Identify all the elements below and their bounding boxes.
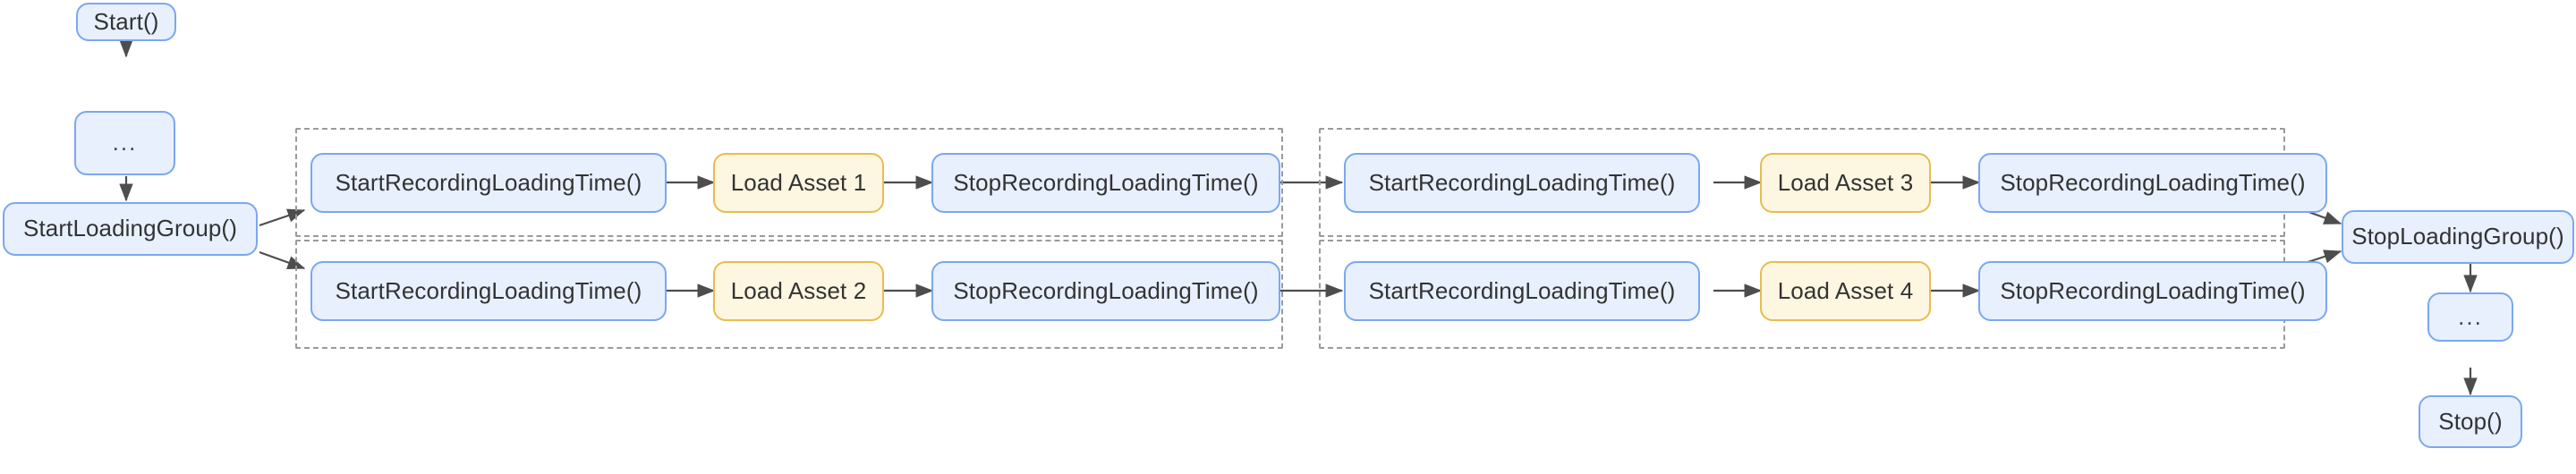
group-1-row-1-box	[295, 128, 1283, 237]
group-1-row-1-step-2[interactable]: Load Asset 1	[713, 153, 884, 213]
group-2-row-2-step-2[interactable]: Load Asset 4	[1760, 261, 1931, 321]
node-stop[interactable]: Stop()	[2419, 395, 2522, 448]
group-1-row-1-step-3[interactable]: StopRecordingLoadingTime()	[931, 153, 1280, 213]
node-stop-loading-group[interactable]: StopLoadingGroup()	[2342, 210, 2574, 264]
group-2-row-2-step-1[interactable]: StartRecordingLoadingTime()	[1344, 261, 1700, 321]
group-2-row-2-step-3[interactable]: StopRecordingLoadingTime()	[1978, 261, 2327, 321]
group-1-row-2-step-2[interactable]: Load Asset 2	[713, 261, 884, 321]
group-2-row-1-step-3[interactable]: StopRecordingLoadingTime()	[1978, 153, 2327, 213]
group-2-row-1-step-1[interactable]: StartRecordingLoadingTime()	[1344, 153, 1700, 213]
group-2-row-1-step-2[interactable]: Load Asset 3	[1760, 153, 1931, 213]
group-1-row-2-step-3[interactable]: StopRecordingLoadingTime()	[931, 261, 1280, 321]
node-start-loading-group[interactable]: StartLoadingGroup()	[3, 202, 258, 256]
node-start[interactable]: Start()	[76, 3, 176, 41]
group-1-row-1-step-1[interactable]: StartRecordingLoadingTime()	[310, 153, 667, 213]
group-1-row-2-step-1[interactable]: StartRecordingLoadingTime()	[310, 261, 667, 321]
node-ellipsis-top[interactable]: ...	[74, 111, 175, 175]
node-ellipsis-bottom[interactable]: ...	[2427, 292, 2513, 342]
group-1-row-2-box	[295, 240, 1283, 349]
